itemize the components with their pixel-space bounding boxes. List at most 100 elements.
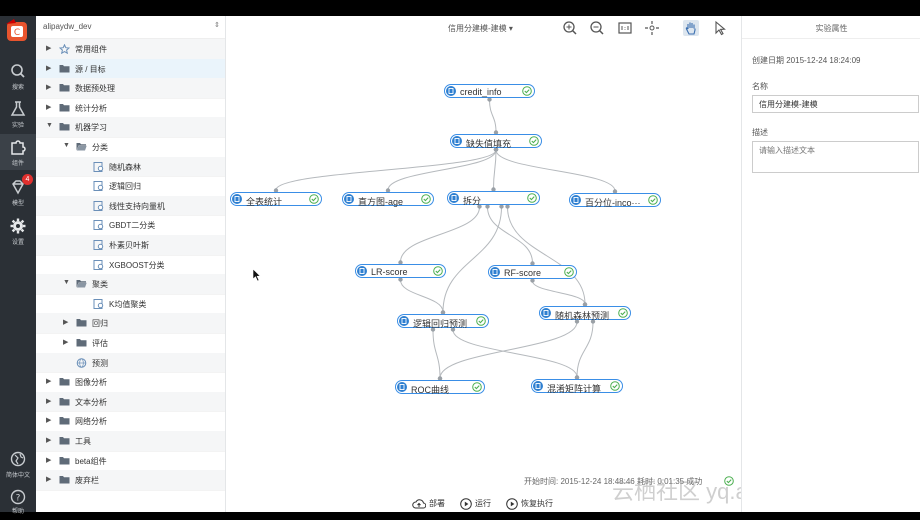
- resume-button[interactable]: 恢复执行: [506, 498, 553, 510]
- nav-search[interactable]: 搜索: [0, 58, 36, 94]
- port[interactable]: [440, 310, 446, 315]
- folder-icon: [76, 318, 87, 327]
- tree-item[interactable]: ▶ 常用组件: [36, 39, 225, 60]
- node-missing-fill[interactable]: 缺失值填充: [450, 134, 542, 149]
- run-button[interactable]: 运行: [460, 498, 491, 510]
- nav-help[interactable]: ? 帮助: [0, 484, 36, 520]
- caret-right-icon[interactable]: ▶: [46, 456, 52, 464]
- port[interactable]: [485, 204, 490, 209]
- nav-model[interactable]: 4 模型: [0, 174, 36, 210]
- node-split[interactable]: 拆分: [447, 191, 540, 206]
- folder-icon: [59, 122, 70, 131]
- caret-down-icon[interactable]: ▼: [63, 142, 70, 149]
- diamond-icon: [12, 180, 24, 195]
- tree-item[interactable]: GBDT二分类: [36, 215, 225, 236]
- node-lr-predict[interactable]: 逻辑回归预测: [397, 314, 489, 329]
- tree-item-label: 常用组件: [75, 45, 107, 54]
- tree-item[interactable]: ▶数据预处理: [36, 78, 225, 99]
- node-roc-curve[interactable]: ROC曲线: [395, 380, 485, 395]
- port[interactable]: [612, 189, 618, 194]
- nav-settings[interactable]: 设置: [0, 213, 36, 249]
- tree-item[interactable]: ▼分类: [36, 137, 225, 158]
- caret-right-icon[interactable]: ▶: [46, 417, 52, 425]
- tree-item[interactable]: 线性支持向量机: [36, 195, 225, 217]
- caret-right-icon[interactable]: ▶: [46, 64, 52, 72]
- tree-item[interactable]: ▼聚类: [36, 274, 225, 295]
- caret-down-icon[interactable]: ▼: [63, 279, 70, 287]
- nav-component[interactable]: 组件: [0, 134, 36, 170]
- port[interactable]: [530, 278, 535, 283]
- node-confusion-matrix[interactable]: 混淆矩阵计算: [531, 379, 623, 394]
- node-full-stats[interactable]: 全表统计: [230, 192, 322, 207]
- caret-right-icon[interactable]: ▶: [46, 103, 52, 111]
- port[interactable]: [273, 188, 279, 193]
- port[interactable]: [582, 302, 588, 307]
- tree-item[interactable]: 朴素贝叶斯: [36, 235, 225, 256]
- caret-right-icon[interactable]: ▶: [63, 339, 69, 346]
- node-lr-score[interactable]: LR-score: [355, 264, 446, 278]
- port[interactable]: [477, 204, 482, 209]
- port[interactable]: [574, 319, 580, 324]
- project-selector[interactable]: alipaydw_dev ⇕: [36, 16, 225, 39]
- nav-language[interactable]: 简体中文: [0, 446, 36, 482]
- tree-item[interactable]: ▶评估: [36, 333, 225, 354]
- port[interactable]: [493, 147, 499, 152]
- port[interactable]: [505, 204, 510, 209]
- tree-item[interactable]: 预测: [36, 352, 225, 374]
- caret-right-icon[interactable]: ▶: [46, 378, 52, 386]
- tree-item[interactable]: ▶统计分析: [36, 98, 225, 119]
- port[interactable]: [491, 187, 496, 192]
- port[interactable]: [430, 327, 436, 332]
- zoom-out-icon[interactable]: [589, 20, 605, 36]
- tree-item[interactable]: 逻辑回归: [36, 176, 225, 197]
- pan-tool[interactable]: [683, 20, 699, 36]
- caret-right-icon[interactable]: ▶: [46, 397, 52, 405]
- node-rf-score[interactable]: RF-score: [488, 265, 577, 279]
- tree-item[interactable]: ▶回归: [36, 313, 225, 334]
- tree-item-label: 废弃栏: [75, 476, 99, 486]
- tree-item[interactable]: ▶文本分析: [36, 391, 225, 413]
- tree-item[interactable]: ▶ 废弃栏: [36, 470, 225, 491]
- pointer-icon[interactable]: [712, 20, 728, 36]
- deploy-button[interactable]: 部署: [412, 498, 445, 510]
- node-percentile[interactable]: 百分位-inco···: [569, 193, 661, 208]
- caret-right-icon[interactable]: ▶: [46, 45, 52, 52]
- tree-item[interactable]: ▶网络分析: [36, 411, 225, 432]
- description-input[interactable]: [752, 141, 919, 173]
- port[interactable]: [450, 327, 456, 332]
- tree-item[interactable]: ▶图像分析: [36, 372, 225, 393]
- name-input[interactable]: [752, 95, 919, 113]
- caret-right-icon[interactable]: ▶: [46, 437, 52, 444]
- port[interactable]: [499, 204, 504, 209]
- actual-size-icon[interactable]: [617, 20, 633, 36]
- tree-item[interactable]: ▼机器学习: [36, 117, 225, 138]
- port[interactable]: [487, 97, 492, 102]
- node-histogram-age[interactable]: 直方图-age: [342, 192, 434, 207]
- tree-item[interactable]: ▶beta组件: [36, 451, 225, 472]
- port[interactable]: [385, 188, 391, 193]
- caret-right-icon[interactable]: ▶: [46, 476, 52, 484]
- zoom-in-icon[interactable]: [562, 20, 578, 36]
- port[interactable]: [398, 277, 403, 282]
- caret-right-icon[interactable]: ▶: [46, 84, 52, 92]
- caret-right-icon[interactable]: ▶: [63, 319, 69, 327]
- tree-item[interactable]: XGBOOST分类: [36, 255, 225, 276]
- caret-down-icon[interactable]: ▼: [46, 122, 53, 130]
- port[interactable]: [493, 130, 499, 135]
- experiment-title[interactable]: 信用分建模-建模 ▾: [448, 23, 513, 34]
- nav-experiment[interactable]: 实验: [0, 96, 36, 132]
- tree-item[interactable]: ▶源 / 目标: [36, 58, 225, 80]
- port[interactable]: [398, 260, 403, 265]
- experiment-canvas[interactable]: 信用分建模-建模 ▾ credit_info 缺失值填充全表统计 直方图-age 拆分…: [226, 16, 841, 512]
- tree-item[interactable]: K均值聚类: [36, 294, 225, 315]
- node-rf-predict[interactable]: 随机森林预测: [539, 306, 631, 321]
- port[interactable]: [590, 319, 596, 324]
- port[interactable]: [574, 375, 580, 380]
- port[interactable]: [530, 261, 535, 266]
- fit-view-icon[interactable]: [644, 20, 660, 36]
- tree-item[interactable]: 随机森林: [36, 156, 225, 178]
- node-credit-info[interactable]: credit_info: [444, 84, 535, 98]
- edge: [487, 206, 533, 264]
- port[interactable]: [437, 376, 443, 381]
- tree-item[interactable]: ▶工具: [36, 431, 225, 452]
